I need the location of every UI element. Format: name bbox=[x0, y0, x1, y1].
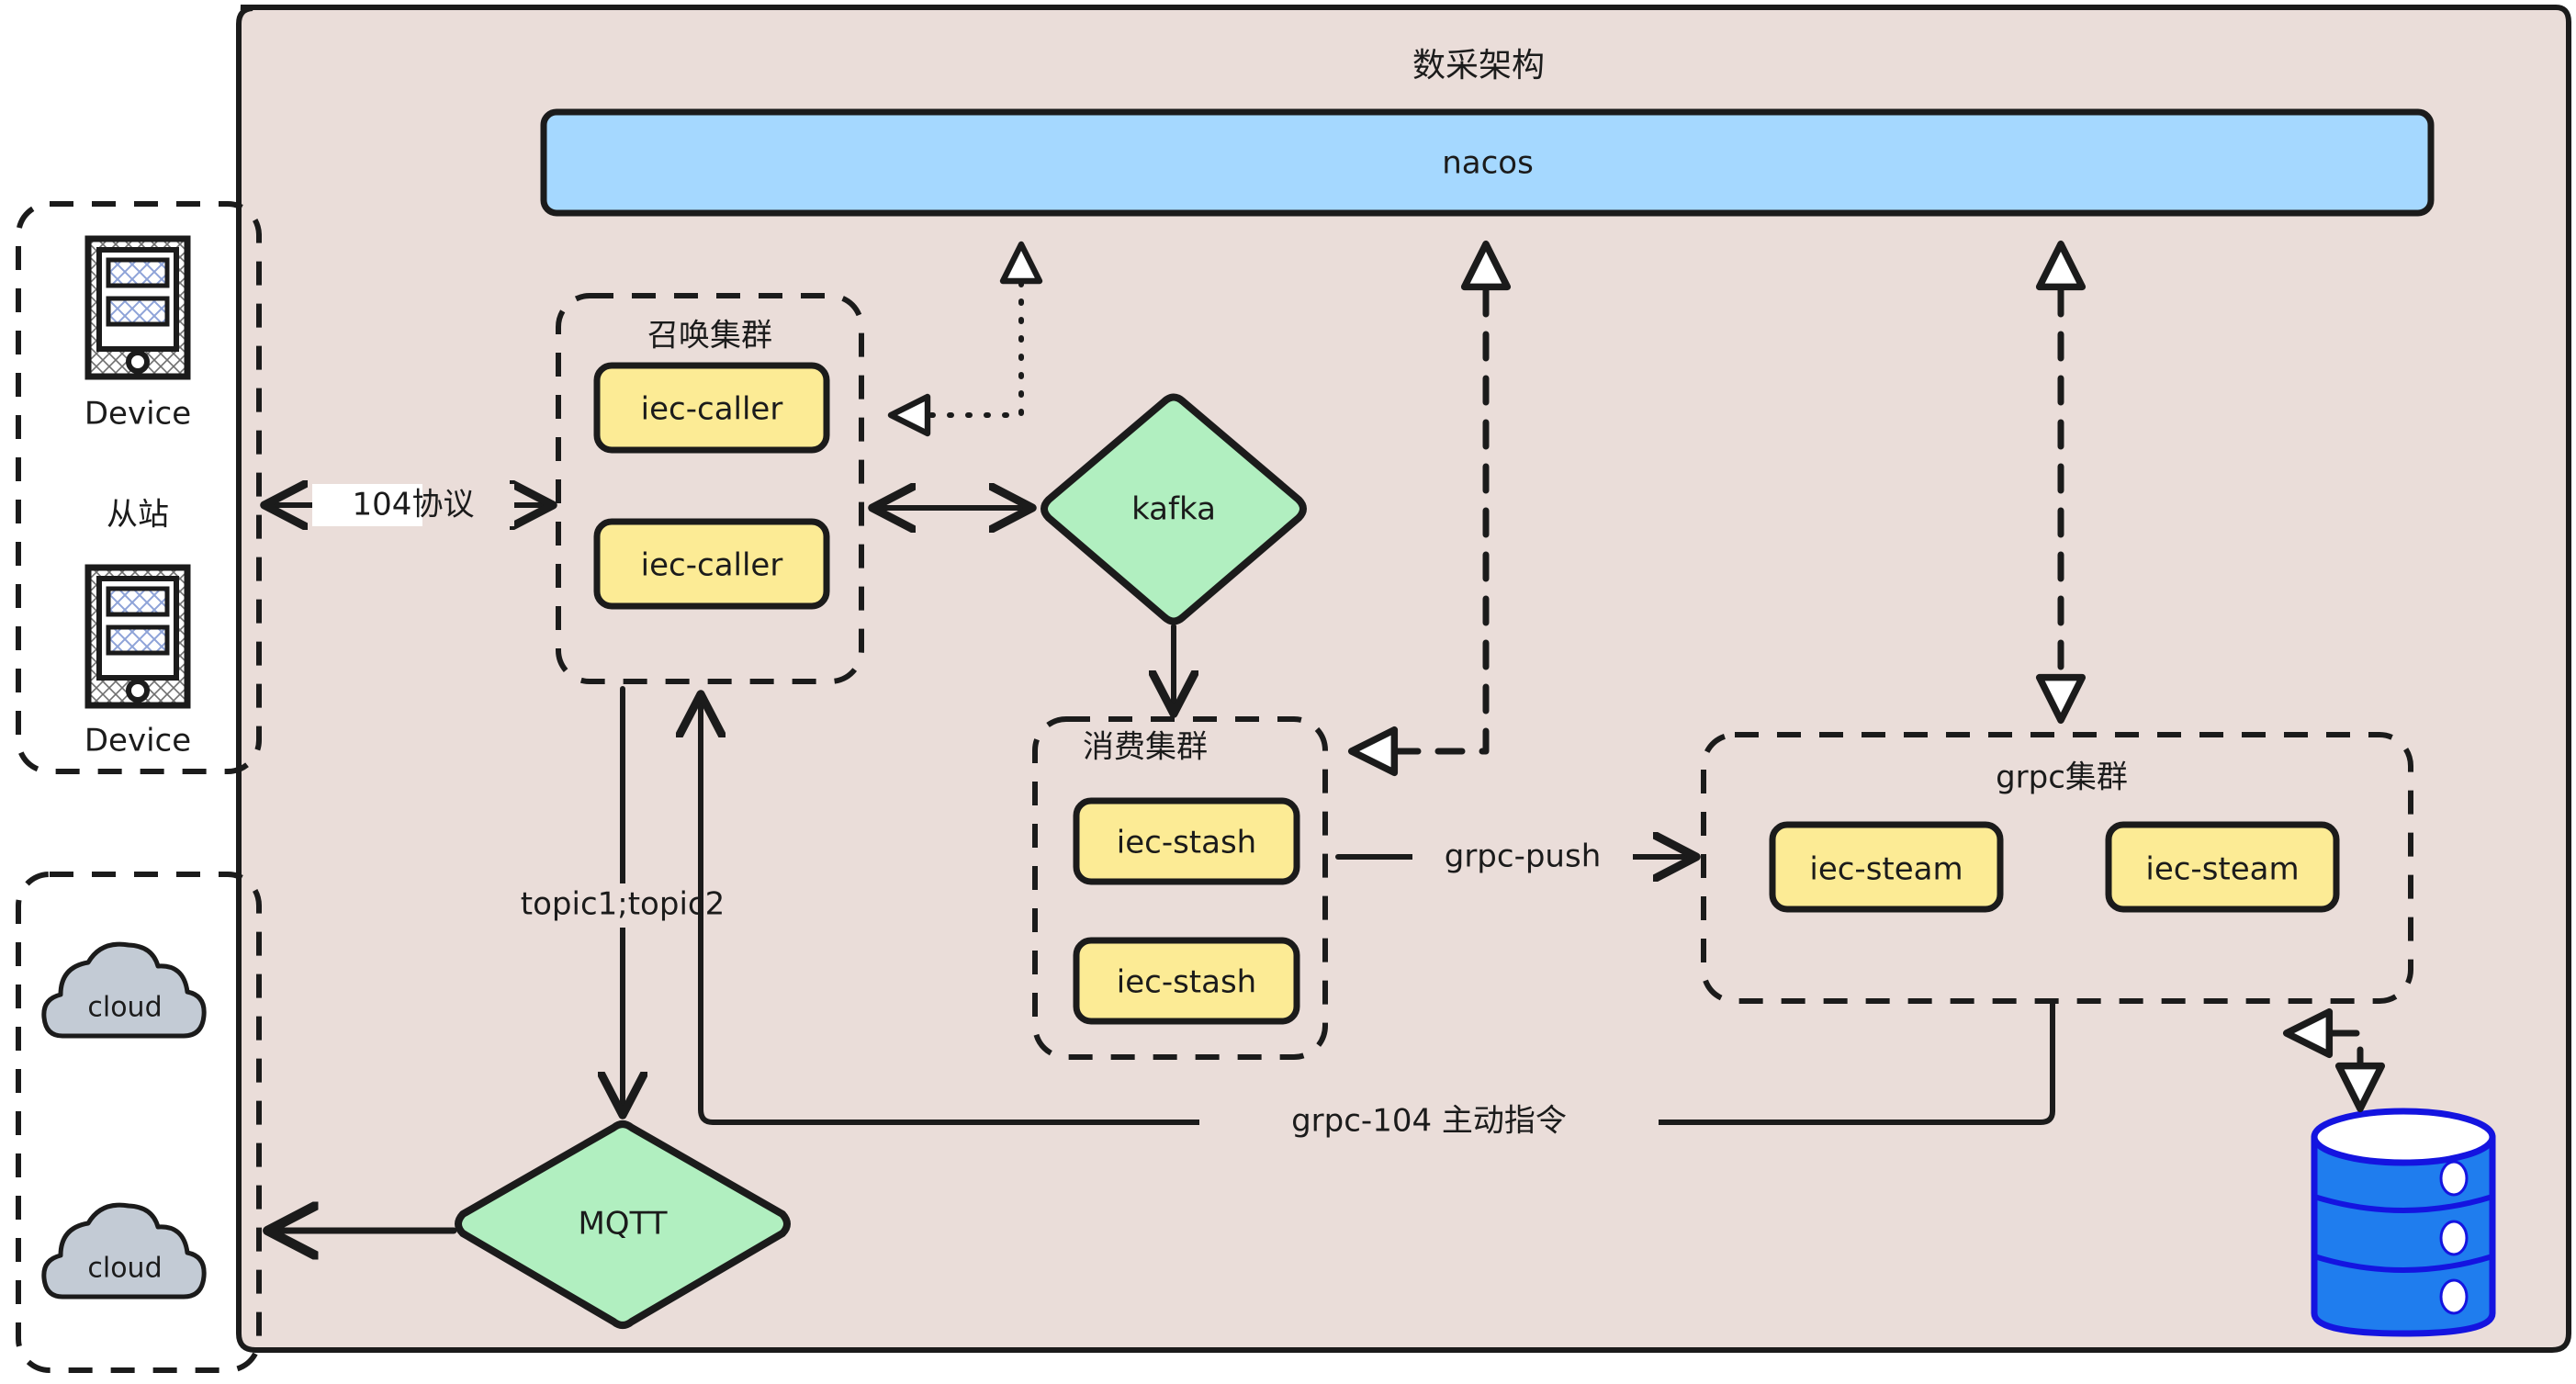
device-tablet-icon bbox=[84, 235, 191, 380]
iec-steam-label-2: iec-steam bbox=[2145, 851, 2299, 888]
edge-device-caller: 104协议 bbox=[266, 484, 551, 526]
cloud-icon: cloud bbox=[41, 1202, 207, 1300]
iec-caller-label-2: iec-caller bbox=[641, 547, 783, 584]
edge-consumer-grpc: grpc-push bbox=[1335, 836, 1694, 878]
mqtt-label: MQTT bbox=[578, 1206, 667, 1243]
slave-zone-label: 从站 bbox=[107, 497, 169, 534]
caller-cluster-group: 召唤集群 iec-caller iec-caller bbox=[556, 293, 864, 684]
edge-label-grpc-push: grpc-push bbox=[1445, 838, 1602, 875]
edge-grpc-database bbox=[2282, 1007, 2386, 1113]
iec-stash-node-1[interactable]: iec-stash bbox=[1073, 797, 1300, 885]
kafka-label: kafka bbox=[1131, 491, 1216, 528]
iec-caller-label-1: iec-caller bbox=[641, 391, 783, 428]
iec-steam-label-1: iec-steam bbox=[1809, 851, 1963, 888]
device-label-1: Device bbox=[84, 396, 191, 433]
grpc-cluster-group: grpc集群 iec-steam iec-steam bbox=[1701, 732, 2413, 1004]
edge-nacos-consumer bbox=[1347, 240, 1512, 777]
edge-label-topics: topic1;topic2 bbox=[521, 886, 725, 923]
kafka-node[interactable]: kafka bbox=[1041, 393, 1307, 625]
edge-label-grpc-104: grpc-104 主动指令 bbox=[1291, 1103, 1567, 1140]
consumer-cluster-label: 消费集群 bbox=[1083, 729, 1208, 766]
consumer-cluster-group: 消费集群 iec-stash iec-stash bbox=[1032, 716, 1328, 1060]
iec-stash-label-1: iec-stash bbox=[1117, 825, 1256, 861]
cloud-icon: cloud bbox=[41, 941, 207, 1039]
page-title: 数采架构 bbox=[1412, 47, 1545, 84]
iec-caller-node-1[interactable]: iec-caller bbox=[593, 362, 830, 454]
edge-grpc-caller: grpc-104 主动指令 bbox=[701, 696, 2055, 1145]
cloud-label-2: cloud bbox=[87, 1253, 162, 1285]
caller-cluster-label: 召唤集群 bbox=[647, 318, 772, 354]
iec-stash-label-2: iec-stash bbox=[1117, 964, 1256, 1001]
grpc-cluster-label: grpc集群 bbox=[1996, 760, 2128, 796]
database-icon[interactable] bbox=[2311, 1108, 2496, 1337]
nacos-label: nacos bbox=[1442, 145, 1534, 182]
device-tablet-icon bbox=[84, 564, 191, 709]
mqtt-node[interactable]: MQTT bbox=[455, 1120, 791, 1329]
cloud-label-1: cloud bbox=[87, 992, 162, 1024]
device-label-2: Device bbox=[84, 723, 191, 760]
iec-steam-node-2[interactable]: iec-steam bbox=[2105, 821, 2340, 913]
cloud-zone-group: cloud cloud bbox=[16, 872, 262, 1373]
iec-stash-node-2[interactable]: iec-stash bbox=[1073, 937, 1300, 1025]
edge-label-104: 104协议 bbox=[353, 487, 475, 523]
iec-steam-node-1[interactable]: iec-steam bbox=[1769, 821, 2004, 913]
nacos-node[interactable]: nacos bbox=[540, 108, 2435, 217]
iec-caller-node-2[interactable]: iec-caller bbox=[593, 518, 830, 610]
slave-zone-group: Device 从站 Device bbox=[16, 201, 262, 774]
edge-nacos-caller bbox=[887, 241, 1043, 437]
edge-caller-mqtt: topic1;topic2 bbox=[501, 686, 745, 1113]
